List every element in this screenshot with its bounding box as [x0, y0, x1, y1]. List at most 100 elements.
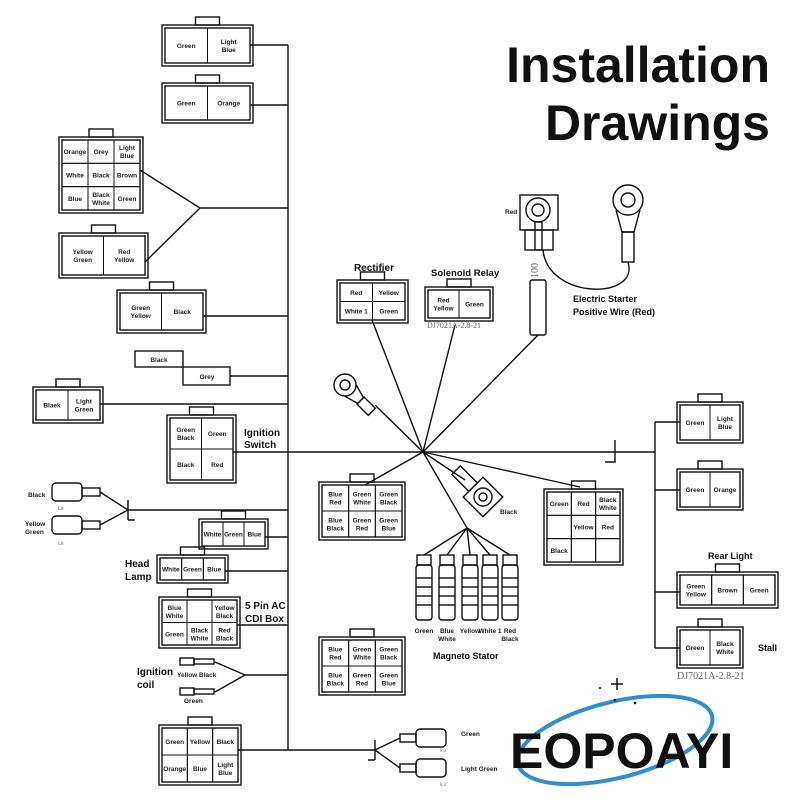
stall-label: Stall — [758, 643, 777, 653]
pin-label: Yellow — [131, 313, 152, 320]
magneto-stator-label: Magneto Stator — [433, 651, 499, 661]
pin-label: Black — [217, 739, 235, 746]
electric-starter-label-2: Positive Wire (Red) — [573, 307, 655, 317]
pin-label: White — [162, 567, 180, 574]
pin-label: Green — [750, 588, 769, 595]
connector-cell — [212, 754, 239, 783]
pin-label: White — [66, 173, 84, 180]
connector-cell — [742, 574, 776, 606]
connector-6pin-center: BlueRedGreenWhiteGreenBlackBlueBlackGree… — [318, 473, 406, 541]
pin-label: Yellow — [433, 306, 454, 313]
pin-label: Red — [329, 500, 341, 507]
pin-label: White — [191, 635, 209, 642]
connector-latch — [187, 716, 213, 726]
pin-label: Red — [218, 627, 230, 634]
connector-cell — [186, 599, 213, 623]
ignition-switch-label-1: Ignition — [244, 428, 280, 439]
pin-label: Green — [75, 407, 94, 414]
connector-6pin-lower: BlueRedGreenWhiteGreenBlackBlueBlackGree… — [318, 628, 406, 696]
pin-label: Black — [216, 613, 234, 620]
stator-wire-label: Yellow — [460, 628, 481, 635]
pin-label: White — [92, 200, 110, 207]
pin-label: Blue — [247, 532, 261, 539]
head-lamp-label-1: Head — [125, 559, 149, 570]
connector-latch — [90, 224, 117, 234]
connector-latch — [349, 628, 375, 638]
pin-label: Red — [350, 290, 362, 297]
pin-label: White — [353, 655, 371, 662]
starter-length-label: 100 — [530, 263, 541, 278]
pin-label: Black — [177, 435, 195, 442]
pin-label: Green — [165, 631, 184, 638]
pin-label: Red — [329, 655, 341, 662]
pin-label: Blue — [167, 605, 181, 612]
pin-label: Yellow — [573, 525, 594, 532]
pin-label: Green — [379, 308, 398, 315]
stall-code: DJ7021A-2.8-21 — [677, 671, 745, 682]
pin-label: Yellow — [190, 739, 211, 746]
pin-label: Red — [356, 526, 368, 533]
pin-label: Orange — [217, 101, 240, 108]
cdi-label-1: 5 Pin AC — [245, 601, 286, 612]
connector-cell — [595, 538, 621, 563]
cdi-label-2: CDI Box — [245, 614, 284, 625]
solenoid-relay-label: Solenoid Relay — [431, 268, 500, 279]
pin-label: Blue — [68, 196, 82, 203]
pin-label: Black — [599, 497, 617, 504]
pin-label: Green — [208, 431, 227, 438]
pin-label: Blue — [718, 424, 732, 431]
pin-label: Orange — [163, 766, 186, 773]
pin-label: Light — [119, 145, 136, 152]
bottom-green-label: Green — [461, 731, 480, 738]
pin-label: Blue — [120, 153, 134, 160]
pin-label: Black — [550, 548, 568, 555]
pin-label: Blue — [193, 766, 207, 773]
pin-label: White 1 — [345, 308, 368, 315]
connector-latch — [220, 510, 247, 520]
connector-cell — [374, 510, 403, 538]
connector-cell — [709, 404, 741, 441]
relay-code: DJ7021A-2.8-21 — [427, 321, 481, 330]
stator-wire-label: White 1 — [478, 628, 501, 635]
brand-logo: EOPOAYI — [510, 678, 733, 787]
pin-label: Black — [177, 462, 195, 469]
pin-label: Green — [353, 647, 372, 654]
pin-label: Green — [379, 673, 398, 680]
pin-label: Blue — [328, 518, 342, 525]
pin-label: Light — [717, 416, 734, 423]
pin-label: Green — [550, 501, 569, 508]
pin-label: Black — [327, 526, 345, 533]
wire-tag-grey-label: Grey — [200, 374, 215, 381]
pin-label: Light — [217, 762, 234, 769]
ring-terminal-ground — [333, 373, 377, 417]
pin-label: Black — [191, 627, 209, 634]
connector-latch — [148, 281, 175, 291]
pin-label: Green — [353, 518, 372, 525]
pin-label: Green — [73, 257, 92, 264]
stator-wire-label: White — [438, 636, 456, 643]
spade-size-1: L8 — [58, 507, 64, 512]
pin-label: Black — [92, 192, 110, 199]
connector-latch — [88, 128, 114, 138]
pin-label: Orange — [714, 487, 737, 494]
pin-label: Green — [465, 302, 484, 309]
pin-label: Blue — [218, 770, 232, 777]
pin-label: Green — [353, 673, 372, 680]
stator-wire-label: Blue — [440, 628, 454, 635]
starter-terminal — [519, 194, 559, 336]
connector-latch — [570, 480, 597, 490]
pin-label: Green — [686, 420, 705, 427]
rear-light-label: Rear Light — [708, 551, 753, 561]
spade-yellow-label: Yellow — [25, 521, 46, 528]
star-icon — [611, 678, 623, 690]
pin-label: Green — [686, 645, 705, 652]
